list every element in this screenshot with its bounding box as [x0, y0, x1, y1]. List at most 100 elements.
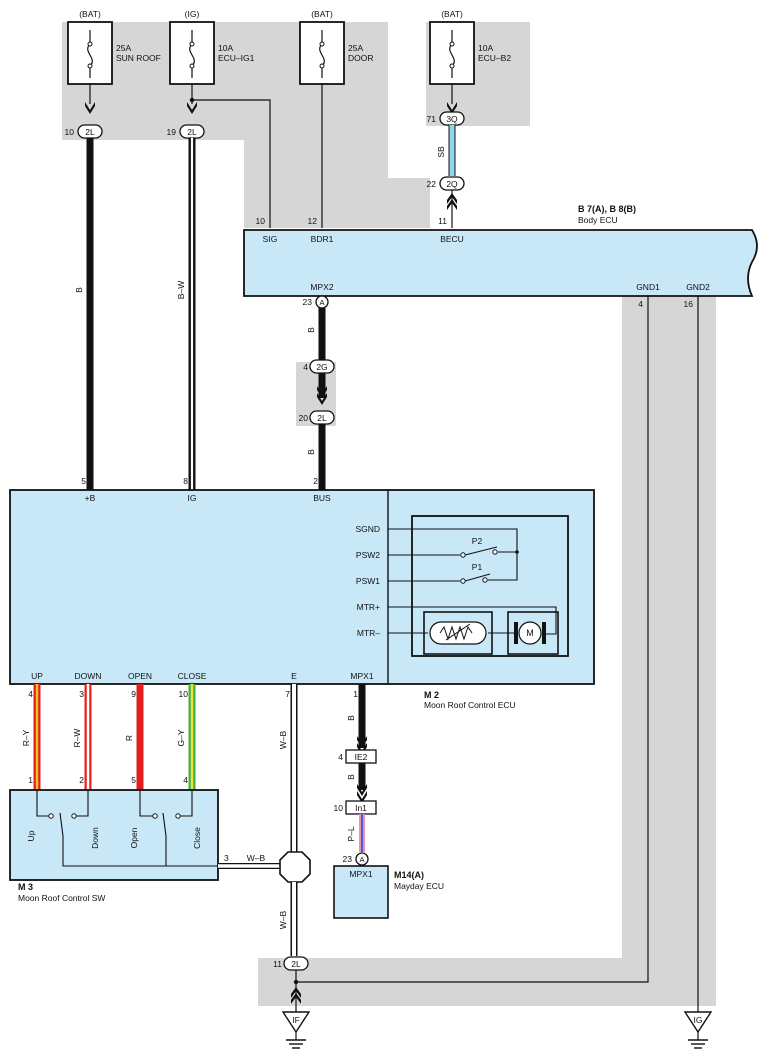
svg-text:DOWN: DOWN [75, 671, 102, 681]
svg-text:2Q: 2Q [446, 179, 458, 189]
chevron-up-icon [447, 193, 457, 210]
chevron-up-icon [291, 987, 301, 1004]
motor-box [507, 611, 559, 655]
svg-text:W–B: W–B [278, 910, 288, 929]
svg-text:2L: 2L [85, 127, 95, 137]
fuse-power-label: (BAT) [79, 9, 101, 19]
svg-text:3: 3 [224, 853, 229, 863]
svg-text:Down: Down [90, 827, 100, 849]
svg-text:UP: UP [31, 671, 43, 681]
svg-text:4: 4 [303, 362, 308, 372]
moon-roof-ecu-name: Moon Roof Control ECU [424, 700, 516, 710]
fuse-ecu-b2: (BAT) 10A ECU–B2 [429, 9, 511, 85]
svg-text:SGND: SGND [355, 524, 380, 534]
svg-text:3Q: 3Q [446, 114, 458, 124]
connector-2l-sunroof: 10 2L [65, 124, 103, 139]
svg-text:Close: Close [192, 827, 202, 849]
mayday-ecu-code: M14(A) [394, 870, 424, 880]
svg-text:7: 7 [285, 689, 290, 699]
chevron-down-icon [357, 784, 367, 803]
svg-text:B: B [346, 774, 356, 780]
svg-text:R–Y: R–Y [21, 729, 31, 746]
svg-text:BUS: BUS [313, 493, 331, 503]
switch-blade-up-down [59, 812, 64, 837]
svg-text:19: 19 [167, 127, 177, 137]
connector-ie2: 4 IE2 [338, 749, 377, 764]
svg-text:2: 2 [79, 775, 84, 785]
connector-2l-ground: 11 2L [273, 956, 309, 971]
fuse-power-label: (BAT) [441, 9, 463, 19]
svg-text:A: A [359, 855, 364, 864]
svg-text:W–B: W–B [278, 730, 288, 749]
body-ecu: B 7(A), B 8(B) Body ECU 10 SIG 12 BDR1 1… [243, 204, 758, 309]
mayday-ecu: 23 A MPX1 M14(A) Mayday ECU [333, 852, 444, 919]
svg-text:1: 1 [28, 775, 33, 785]
svg-text:R–W: R–W [72, 729, 82, 748]
fuse-door: (BAT) 25A DOOR [299, 9, 374, 85]
connector-2q: 22 2Q [427, 176, 465, 191]
fuse-ecu-ig1: (IG) 10A ECU–IG1 [169, 9, 255, 85]
svg-text:1: 1 [353, 689, 358, 699]
fuse-name: SUN ROOF [116, 53, 161, 63]
svg-text:GND1: GND1 [636, 282, 660, 292]
wire-color-label: B [306, 327, 316, 333]
svg-text:E: E [291, 671, 297, 681]
svg-text:Open: Open [129, 827, 139, 848]
chevron-down-icon [317, 386, 327, 405]
motor-assembly-box [411, 515, 569, 657]
wire-color-label: SB [436, 146, 446, 158]
svg-text:PSW1: PSW1 [356, 576, 380, 586]
svg-text:2: 2 [313, 476, 318, 486]
svg-text:10: 10 [65, 127, 75, 137]
svg-text:P2: P2 [472, 536, 483, 546]
wire-color-label: B–W [176, 281, 186, 299]
svg-text:8: 8 [183, 476, 188, 486]
connector-2g: 4 2G [303, 359, 335, 374]
svg-text:MPX1: MPX1 [349, 869, 372, 879]
svg-text:P–L: P–L [346, 826, 356, 841]
svg-text:MTR+: MTR+ [357, 602, 380, 612]
svg-text:2G: 2G [316, 362, 327, 372]
svg-text:10: 10 [179, 689, 189, 699]
ground-triangle-icon [281, 1011, 311, 1034]
svg-text:MPX2: MPX2 [310, 282, 333, 292]
svg-text:A: A [319, 298, 324, 307]
fuse-name: ECU–B2 [478, 53, 511, 63]
wire-color-label: B [74, 287, 84, 293]
svg-text:5: 5 [81, 476, 86, 486]
fuse-amp: 10A [478, 43, 493, 53]
ground-if: IF [281, 1011, 311, 1049]
svg-text:+B: +B [85, 493, 96, 503]
splice-junction-icon [279, 851, 311, 883]
svg-text:B: B [346, 715, 356, 721]
connector-in1: 10 In1 [334, 800, 377, 815]
svg-text:4: 4 [638, 299, 643, 309]
svg-text:4: 4 [338, 752, 343, 762]
svg-text:4: 4 [183, 775, 188, 785]
body-ecu-code: B 7(A), B 8(B) [578, 204, 636, 214]
fuse-amp: 25A [116, 43, 131, 53]
connector-2l-ig: 19 2L [167, 124, 205, 139]
svg-text:23: 23 [303, 297, 313, 307]
fuse-name: DOOR [348, 53, 374, 63]
internal-wiring [388, 528, 557, 635]
thermistor-icon [439, 623, 473, 641]
connector-2l-bus: 20 2L [299, 410, 335, 425]
svg-text:BECU: BECU [440, 234, 464, 244]
svg-text:2L: 2L [187, 127, 197, 137]
moon-roof-control-ecu: 5 +B 8 IG 2 BUS UP DOWN OPEN CLOSE E MPX… [9, 476, 595, 710]
motor-icon [518, 621, 542, 645]
fuse-sun-roof: (BAT) 25A SUN ROOF [67, 9, 161, 85]
splice-dot [189, 97, 195, 103]
fuse-power-label: (IG) [185, 9, 200, 19]
wire-color-label: B [306, 449, 316, 455]
svg-text:20: 20 [299, 413, 309, 423]
svg-text:MTR–: MTR– [357, 628, 380, 638]
switch-contacts [48, 813, 181, 819]
body-ecu-ground-wires [296, 296, 699, 1016]
svg-text:CLOSE: CLOSE [178, 671, 207, 681]
svg-text:SIG: SIG [263, 234, 278, 244]
svg-text:IG: IG [694, 1015, 703, 1025]
svg-text:2L: 2L [291, 959, 301, 969]
svg-text:16: 16 [684, 299, 694, 309]
